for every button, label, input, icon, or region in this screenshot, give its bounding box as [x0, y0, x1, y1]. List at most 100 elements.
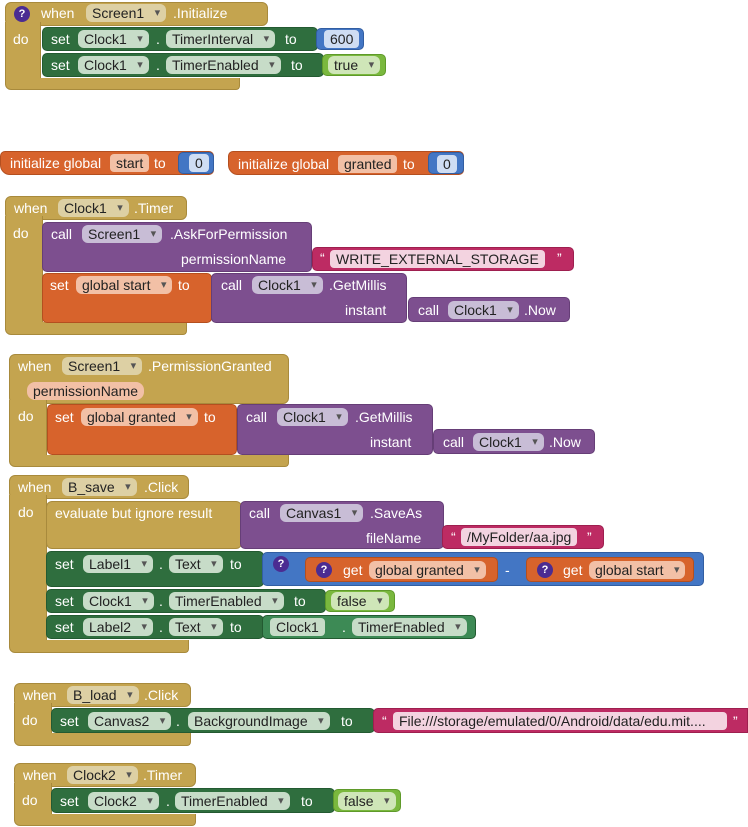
open-quote: “ — [451, 529, 456, 545]
dot-label: . — [176, 713, 180, 729]
initialize-global-label: initialize global — [238, 156, 330, 172]
boolean-dropdown[interactable]: false — [338, 792, 396, 810]
component-dropdown[interactable]: B_load — [67, 686, 139, 704]
close-quote: ” — [587, 529, 592, 545]
component-dropdown[interactable]: Clock1 — [83, 592, 154, 610]
call-label: call — [249, 505, 271, 521]
global-name-field[interactable]: start — [110, 154, 150, 172]
close-quote: ” — [557, 250, 562, 266]
property-dropdown[interactable]: BackgroundImage — [188, 712, 330, 730]
variable-dropdown[interactable]: global start — [76, 276, 173, 294]
to-label: to — [341, 713, 353, 729]
number-field[interactable]: 0 — [437, 155, 457, 173]
method-name: .Now — [524, 302, 556, 318]
global-name-field[interactable]: granted — [338, 155, 398, 173]
method-name: .GetMillis — [329, 277, 387, 293]
event-block-body — [5, 216, 43, 330]
event-block-tail — [14, 733, 191, 746]
to-label: to — [301, 793, 313, 809]
to-label: to — [204, 409, 216, 425]
do-label: do — [13, 225, 29, 241]
text-field[interactable]: File:///storage/emulated/0/Android/data/… — [393, 712, 727, 730]
when-label: when — [23, 687, 57, 703]
event-block-body — [5, 22, 41, 84]
component-dropdown[interactable]: Clock1 — [473, 433, 544, 451]
call-label: call — [443, 434, 465, 450]
set-label: set — [55, 619, 74, 635]
dot-label: . — [166, 793, 170, 809]
text-field[interactable]: WRITE_EXTERNAL_STORAGE — [330, 250, 545, 268]
to-label: to — [294, 593, 306, 609]
event-parameter[interactable]: permissionName — [27, 382, 145, 400]
event-name: .PermissionGranted — [148, 358, 272, 374]
property-dropdown[interactable]: Text — [169, 555, 223, 573]
number-field[interactable]: 0 — [189, 154, 209, 172]
property-dropdown[interactable]: TimerInterval — [166, 30, 276, 48]
evaluate-ignore-label: evaluate but ignore result — [55, 505, 213, 521]
dot-label: . — [156, 57, 160, 73]
close-quote: ” — [733, 713, 738, 729]
dot-label: . — [159, 593, 163, 609]
boolean-dropdown[interactable]: true — [328, 56, 381, 74]
component-dropdown[interactable]: B_save — [62, 478, 137, 496]
to-label: to — [154, 155, 166, 171]
event-block-tail — [5, 322, 187, 335]
component-dropdown[interactable]: Screen1 — [62, 357, 143, 375]
method-name: .GetMillis — [355, 409, 413, 425]
dot-label: . — [156, 31, 160, 47]
component-dropdown[interactable]: Clock1 — [448, 301, 519, 319]
component-field[interactable]: Clock1 — [270, 618, 325, 636]
component-dropdown[interactable]: Clock2 — [88, 792, 159, 810]
set-label: set — [60, 793, 79, 809]
to-label: to — [285, 31, 297, 47]
component-dropdown[interactable]: Clock1 — [58, 199, 129, 217]
number-field[interactable]: 600 — [324, 30, 360, 48]
help-icon[interactable]: ? — [273, 556, 289, 572]
event-block-tail — [9, 640, 189, 653]
do-label: do — [18, 504, 34, 520]
do-label: do — [18, 408, 34, 424]
component-dropdown[interactable]: Clock2 — [67, 766, 138, 784]
variable-dropdown[interactable]: global granted — [81, 408, 198, 426]
when-label: when — [14, 200, 48, 216]
minus-operator: - — [505, 562, 510, 578]
component-dropdown[interactable]: Canvas1 — [280, 504, 364, 522]
variable-dropdown[interactable]: global start — [589, 561, 686, 579]
boolean-dropdown[interactable]: false — [331, 592, 389, 610]
method-name: .Now — [549, 434, 581, 450]
to-label: to — [230, 556, 242, 572]
property-dropdown[interactable]: TimerEnabled — [175, 792, 290, 810]
variable-dropdown[interactable]: global granted — [369, 561, 486, 579]
help-icon[interactable]: ? — [537, 562, 553, 578]
param-label: fileName — [366, 530, 422, 546]
component-dropdown[interactable]: Label2 — [83, 618, 154, 636]
component-dropdown[interactable]: Label1 — [83, 555, 154, 573]
event-name: .Timer — [143, 767, 183, 783]
set-global-start-block[interactable] — [42, 273, 212, 323]
component-dropdown[interactable]: Clock1 — [78, 56, 149, 74]
text-field[interactable]: /MyFolder/aa.jpg — [461, 528, 578, 546]
set-label1-text-block[interactable] — [46, 551, 264, 587]
component-dropdown[interactable]: Clock1 — [277, 408, 348, 426]
component-dropdown[interactable]: Canvas2 — [88, 712, 172, 730]
component-dropdown[interactable]: Screen1 — [86, 4, 167, 22]
evaluate-ignore-block[interactable] — [46, 501, 242, 549]
event-block-tail — [5, 78, 240, 90]
help-icon[interactable]: ? — [14, 6, 30, 22]
property-dropdown[interactable]: TimerEnabled — [166, 56, 281, 74]
property-dropdown[interactable]: Text — [169, 618, 223, 636]
help-icon[interactable]: ? — [316, 562, 332, 578]
get-label: get — [343, 562, 363, 578]
param-label: instant — [370, 434, 412, 450]
do-label: do — [22, 712, 38, 728]
component-dropdown[interactable]: Screen1 — [82, 225, 163, 243]
component-dropdown[interactable]: Clock1 — [252, 276, 323, 294]
dot-label: . — [159, 556, 163, 572]
set-label: set — [50, 277, 69, 293]
property-dropdown[interactable]: TimerEnabled — [169, 592, 284, 610]
component-dropdown[interactable]: Clock1 — [78, 30, 149, 48]
call-label: call — [221, 277, 243, 293]
initialize-global-label: initialize global — [10, 155, 102, 171]
property-dropdown[interactable]: TimerEnabled — [352, 618, 467, 636]
method-name: .SaveAs — [370, 505, 423, 521]
